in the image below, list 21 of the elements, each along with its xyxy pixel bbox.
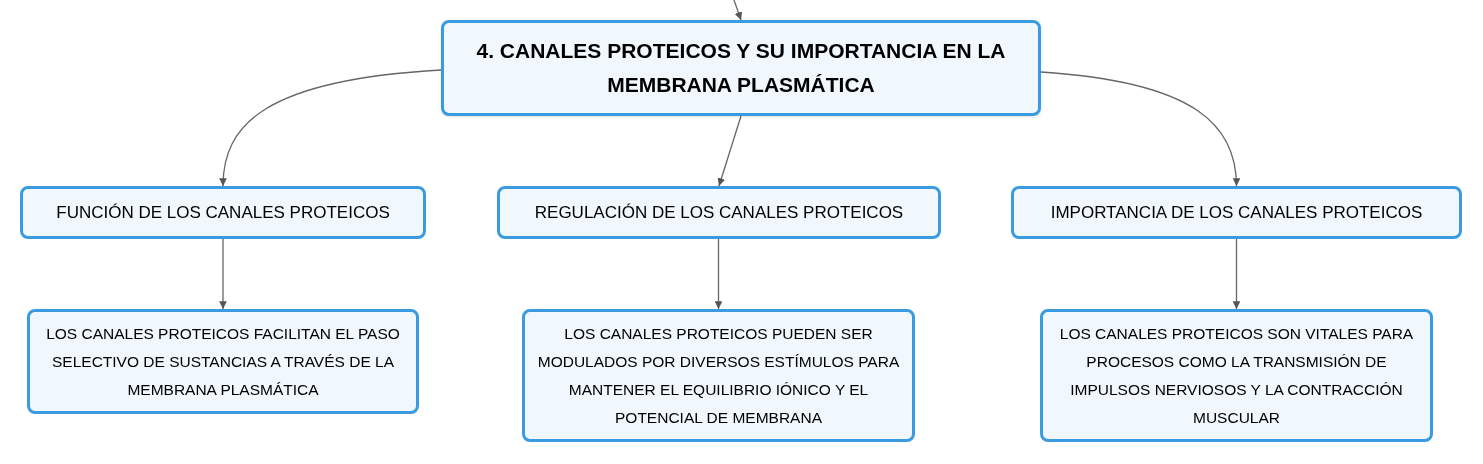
concept-box	[20, 186, 426, 239]
connector-arrow	[733, 0, 743, 21]
connector-arrow	[1040, 71, 1240, 187]
concept-text: IMPORTANCIA DE LOS CANALES PROTEICOS	[1050, 201, 1423, 224]
concept-text: LOS CANALES PROTEICOS FACILITAN EL PASO SELECTIVO DE SUSTANCIAS A TRAVÉS DE LA MEMBRANA PLASMÁTICA	[45, 323, 401, 400]
connector-arrow	[717, 115, 742, 187]
concept-text: FUNCIÓN DE LOS CANALES PROTEICOS	[56, 201, 390, 224]
connector-arrow	[1232, 238, 1241, 310]
concept-box	[1011, 186, 1462, 239]
topic-box	[441, 20, 1041, 116]
connector-arrow	[219, 69, 442, 187]
topic-title: 4. CANALES PROTEICOS Y SU IMPORTANCIA EN LA MEMBRANA PLASMÁTICA	[475, 38, 1007, 98]
concept-box	[497, 186, 941, 239]
connector-arrow	[714, 238, 723, 310]
connector-arrow	[219, 238, 227, 310]
concept-box	[1040, 309, 1433, 442]
concept-text: LOS CANALES PROTEICOS SON VITALES PARA PROCESOS COMO LA TRANSMISIÓN DE IMPULSOS NERVIOSOS Y LA CONTRACCIÓN MUSCULAR	[1058, 323, 1415, 428]
concept-box	[27, 309, 419, 414]
concept-text: LOS CANALES PROTEICOS PUEDEN SER MODULADOS POR DIVERSOS ESTÍMULOS PARA MANTENER EL EQUILIBRIO IÓNICO Y EL POTENCIAL DE MEMBRANA	[536, 323, 901, 428]
concept-text: REGULACIÓN DE LOS CANALES PROTEICOS	[534, 201, 904, 224]
concept-box	[522, 309, 915, 442]
